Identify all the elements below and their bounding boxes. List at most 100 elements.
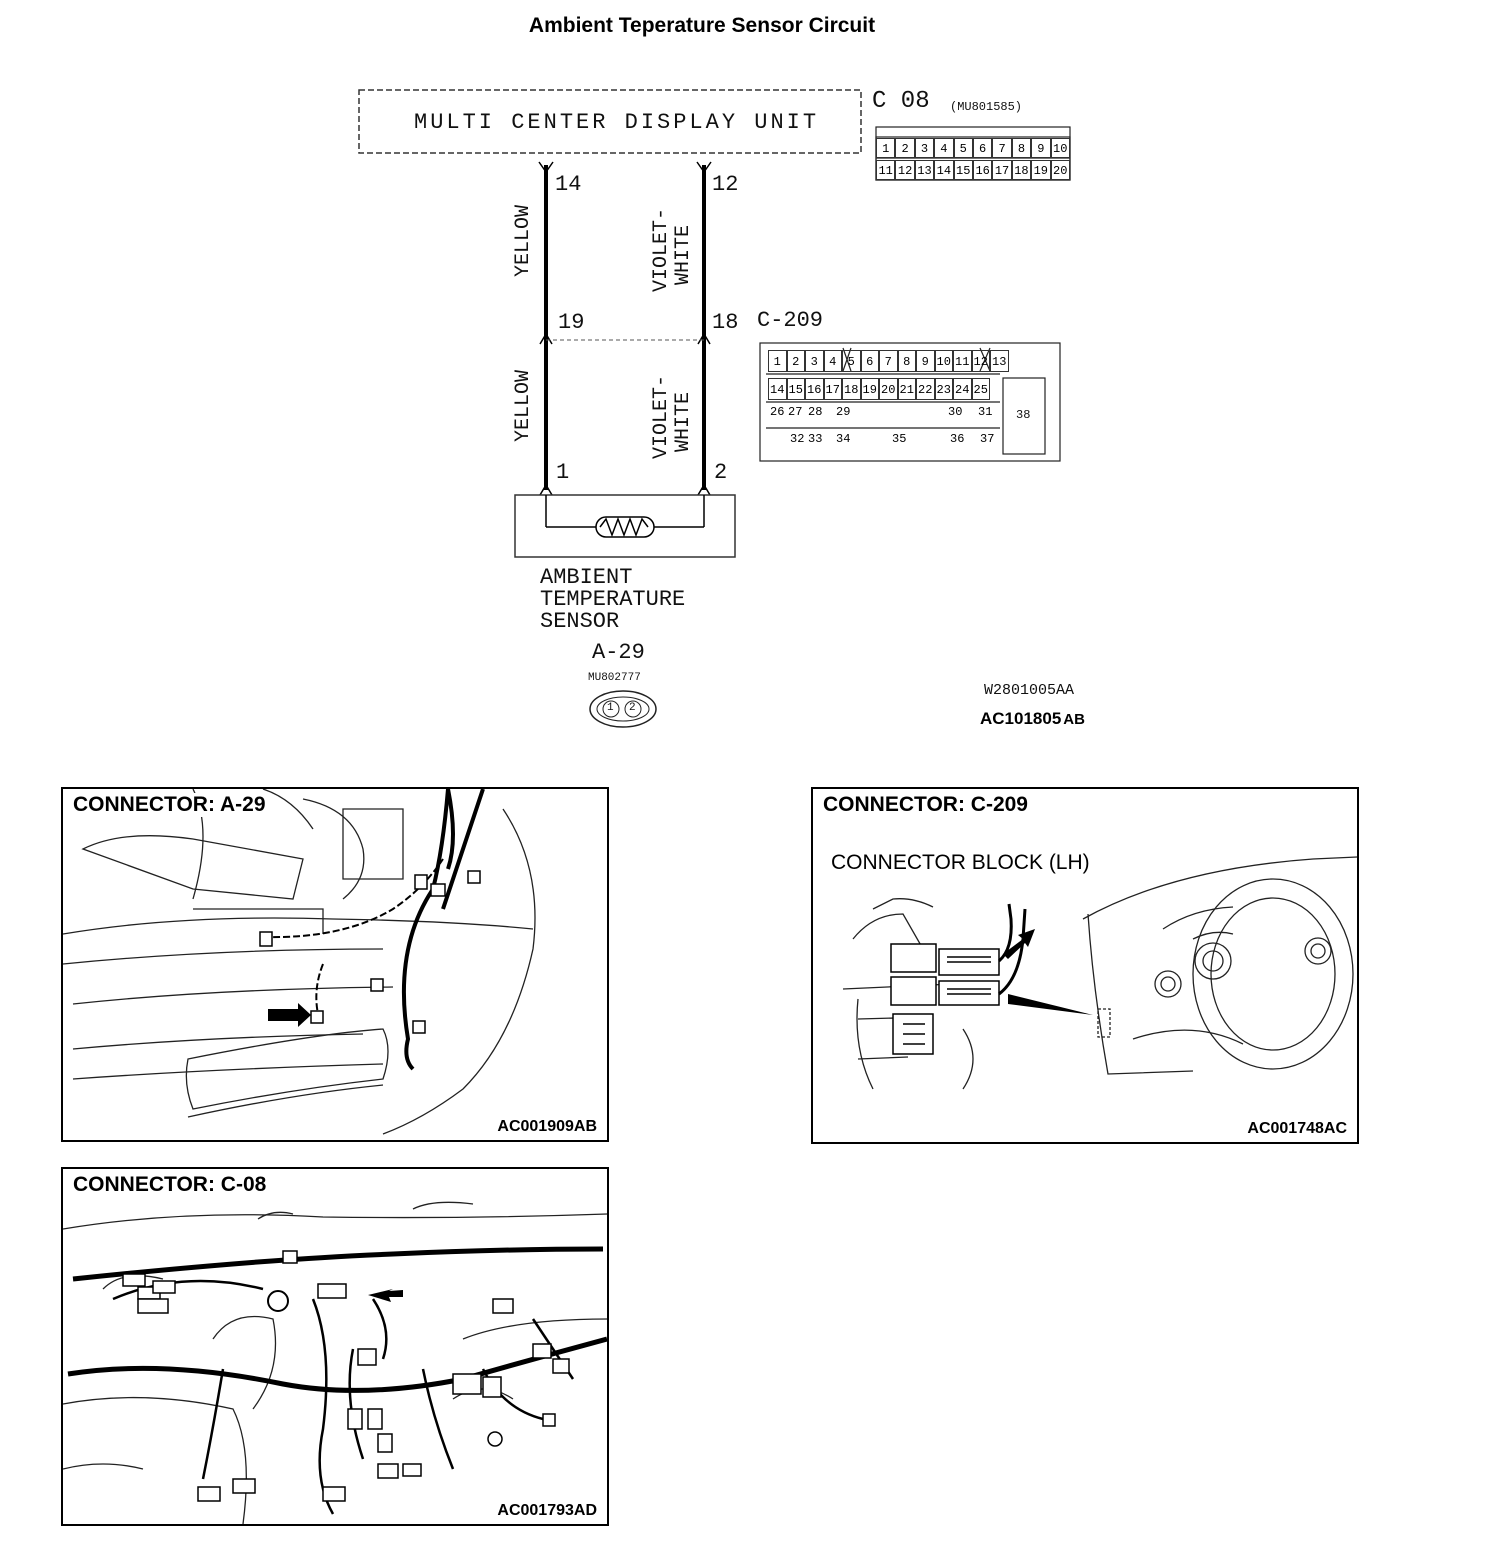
wire-color-yellow-upper: YELLOW bbox=[512, 205, 535, 278]
wiring-code: W2801005AA bbox=[984, 682, 1075, 699]
circuit-schematic bbox=[358, 89, 1071, 728]
c209-pin-cell: 5 bbox=[842, 350, 861, 372]
c209-pointer-icon bbox=[1008, 994, 1093, 1015]
a29-connector-outline bbox=[589, 690, 657, 728]
panel-a29-code: AC001909AB bbox=[495, 1118, 599, 1136]
c209-pin-cell: 10 bbox=[934, 350, 953, 372]
c209-pin-cell: 9 bbox=[916, 350, 935, 372]
wire-color-violet-lower-1: VIOLET- bbox=[650, 375, 673, 460]
c209-pin-cell: 23 bbox=[934, 378, 953, 400]
c209-pin-cell: 4 bbox=[823, 350, 842, 372]
c209-arrow-icon bbox=[1003, 929, 1035, 959]
panel-connector-c209: CONNECTOR: C-209 CONNECTOR BLOCK (LH) AC… bbox=[811, 787, 1359, 1144]
c209-pin-cell: 16 bbox=[805, 378, 824, 400]
c08-pin-cell: 2 bbox=[895, 138, 915, 158]
c209-pin-cell: 15 bbox=[786, 378, 805, 400]
c08-pin-cell: 1 bbox=[876, 138, 896, 158]
c209-row-4: 32 33 34 35 36 37 bbox=[790, 432, 995, 446]
a29-engine-bay-illustration bbox=[63, 789, 536, 1135]
c209-pin-cell: 14 bbox=[768, 378, 787, 400]
sensor-pin-2: 2 bbox=[629, 702, 636, 714]
c209-pin-cell: 11 bbox=[953, 350, 972, 372]
wire-color-violet-lower-2: WHITE bbox=[672, 392, 695, 453]
wire-color-yellow-lower: YELLOW bbox=[512, 370, 535, 443]
c209-pin-cell: 19 bbox=[860, 378, 879, 400]
sensor-box bbox=[514, 494, 736, 558]
c08-pin-cell: 7 bbox=[992, 138, 1012, 158]
c08-pin-cell: 12 bbox=[895, 160, 915, 180]
sensor-connector-id: A-29 bbox=[592, 640, 645, 665]
c08-pin-cell: 4 bbox=[934, 138, 954, 158]
panel-c209-sublabel: CONNECTOR BLOCK (LH) bbox=[831, 851, 1090, 875]
sensor-label: AMBIENT TEMPERATURE SENSOR bbox=[540, 565, 686, 634]
c209-pin-cell: 2 bbox=[786, 350, 805, 372]
display-unit-label: MULTI CENTER DISPLAY UNIT bbox=[414, 110, 820, 135]
display-unit-box bbox=[358, 89, 862, 154]
resistor-symbol bbox=[595, 516, 655, 538]
c08-connector-id: C 08 bbox=[872, 88, 930, 115]
c08-pin-cell: 6 bbox=[972, 138, 993, 158]
c08-pin-cell: 14 bbox=[934, 160, 954, 180]
sensor-pin-1: 1 bbox=[607, 702, 614, 714]
c209-pin-cell: 17 bbox=[823, 378, 842, 400]
c08-pin-cell: 13 bbox=[914, 160, 935, 180]
c08-dash-harness-illustration bbox=[63, 1201, 607, 1524]
c209-pin-cell: 8 bbox=[897, 350, 916, 372]
c08-pin-cell: 8 bbox=[1011, 138, 1032, 158]
panel-c209-label: CONNECTOR: C-209 bbox=[821, 793, 1030, 817]
c08-pin-cell: 9 bbox=[1031, 138, 1051, 158]
c08-pin-cell: 16 bbox=[972, 160, 993, 180]
c209-connector-grid bbox=[759, 342, 1061, 462]
sensor-part-number: MU802777 bbox=[588, 672, 641, 684]
c08-pin-cell: 17 bbox=[992, 160, 1012, 180]
panel-a29-label: CONNECTOR: A-29 bbox=[71, 793, 268, 817]
c209-pin-cell: 21 bbox=[897, 378, 916, 400]
a29-arrow-icon bbox=[268, 1003, 311, 1027]
pin-2: 2 bbox=[714, 460, 728, 485]
c08-pin-cell: 19 bbox=[1031, 160, 1051, 180]
diagram-title: Ambient Teperature Sensor Circuit bbox=[528, 14, 876, 37]
wire-color-violet-upper-1: VIOLET- bbox=[650, 208, 673, 293]
c08-pin-cell: 18 bbox=[1011, 160, 1032, 180]
c08-pin-cell: 15 bbox=[953, 160, 973, 180]
c08-pin-cell: 20 bbox=[1050, 160, 1070, 180]
panel-c08-code: AC001793AD bbox=[495, 1502, 599, 1520]
c209-pin-cell: 12 bbox=[971, 350, 990, 372]
panel-c209-code: AC001748AC bbox=[1245, 1120, 1349, 1138]
pin-18: 18 bbox=[712, 310, 739, 335]
panel-connector-a29: CONNECTOR: A-29 AC001909AB bbox=[61, 787, 609, 1142]
c209-pin-38: 38 bbox=[1016, 408, 1031, 422]
pin-12: 12 bbox=[712, 172, 739, 197]
c209-pin-cell: 1 bbox=[768, 350, 787, 372]
c209-pin-cell: 7 bbox=[879, 350, 898, 372]
c209-pin-cell: 18 bbox=[842, 378, 861, 400]
c08-pin-cell: 5 bbox=[953, 138, 973, 158]
c209-pin-cell: 13 bbox=[990, 350, 1009, 372]
c209-dashboard-illustration bbox=[842, 856, 1357, 1090]
c08-arrow-icon bbox=[368, 1289, 403, 1302]
c209-pin-cell: 25 bbox=[971, 378, 990, 400]
pin-14: 14 bbox=[555, 172, 582, 197]
pin-1: 1 bbox=[556, 460, 570, 485]
c209-pin-cell: 20 bbox=[879, 378, 898, 400]
c209-pin-cell: 24 bbox=[953, 378, 972, 400]
c08-pin-cell: 10 bbox=[1050, 138, 1070, 158]
c209-pin-cell: 6 bbox=[860, 350, 879, 372]
c209-pin-cell: 3 bbox=[805, 350, 824, 372]
wire-color-violet-upper-2: WHITE bbox=[672, 225, 695, 286]
panel-connector-c08: CONNECTOR: C-08 AC001793AD bbox=[61, 1167, 609, 1526]
pin-19: 19 bbox=[558, 310, 585, 335]
c209-connector-id: C-209 bbox=[757, 308, 824, 333]
c08-pin-cell: 11 bbox=[876, 160, 896, 180]
c08-pin-cell: 3 bbox=[914, 138, 935, 158]
c209-pin-cell: 22 bbox=[916, 378, 935, 400]
panel-c08-label: CONNECTOR: C-08 bbox=[71, 1173, 269, 1197]
c08-part-number: (MU801585) bbox=[950, 100, 1023, 114]
thermistor-zigzag bbox=[599, 516, 649, 538]
c209-row-3: 26 27 28 29 30 31 bbox=[770, 405, 993, 419]
